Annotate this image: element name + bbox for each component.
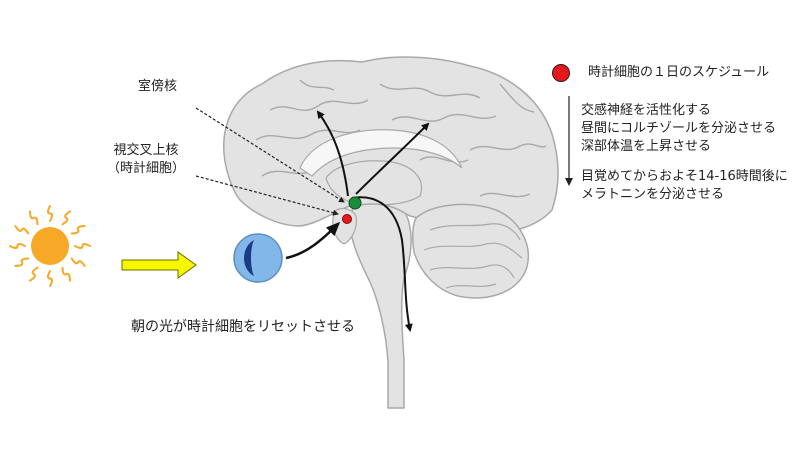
legend-clock-cell-dot [552,64,570,82]
leader-lines [195,107,345,216]
light-arrow [121,251,197,279]
legend-phase2-line: メラトニンを分泌させる [581,187,725,202]
sun-icon [9,205,91,287]
corpus-callosum [299,129,463,177]
paraventricular-nucleus-dot [348,196,362,210]
sun-ray [47,270,53,287]
scn-label-line2: （時計細胞） [106,161,185,176]
scn-label-line1: 視交叉上核 [113,143,179,158]
legend-phase1-line: 深部体温を上昇させる [581,139,712,154]
output-arrows [316,110,430,332]
thalamus [325,160,423,206]
legend-timeline-arrow [565,96,573,186]
sun-ray [9,243,26,249]
eye-icon [233,233,283,283]
sun-ray [14,225,30,235]
sun-ray [29,210,39,226]
cerebellum [411,203,529,299]
scn-label: 視交叉上核 （時計細胞） [86,142,206,178]
sun-ray [61,266,71,282]
legend-title: 時計細胞の１日のスケジュール [588,65,770,80]
sun-ray [70,257,86,267]
legend-phase1: 交感神経を活性化する 昼間にコルチゾールを分泌させる 深部体温を上昇させる [581,102,776,156]
sun-ray [47,205,53,222]
legend-phase1-line: 交感神経を活性化する [581,103,712,118]
scn-dot [342,214,352,224]
legend-phase1-line: 昼間にコルチゾールを分泌させる [581,121,777,136]
legend-phase2-line: 目覚めてからおよそ14-16時間後に [581,169,788,184]
sun-ray [61,210,71,226]
paraventricular-label: 室傍核 [138,79,178,94]
sun-ray [14,257,30,267]
sun-ray [29,266,39,282]
optic-pathway-arrow [285,221,341,260]
caption: 朝の光が時計細胞をリセットさせる [131,319,355,335]
cerebellum-folia [423,223,523,289]
sun-ray [70,225,86,235]
sun-ray [74,243,91,249]
legend-phase2: 目覚めてからおよそ14-16時間後に メラトニンを分泌させる [581,168,788,204]
